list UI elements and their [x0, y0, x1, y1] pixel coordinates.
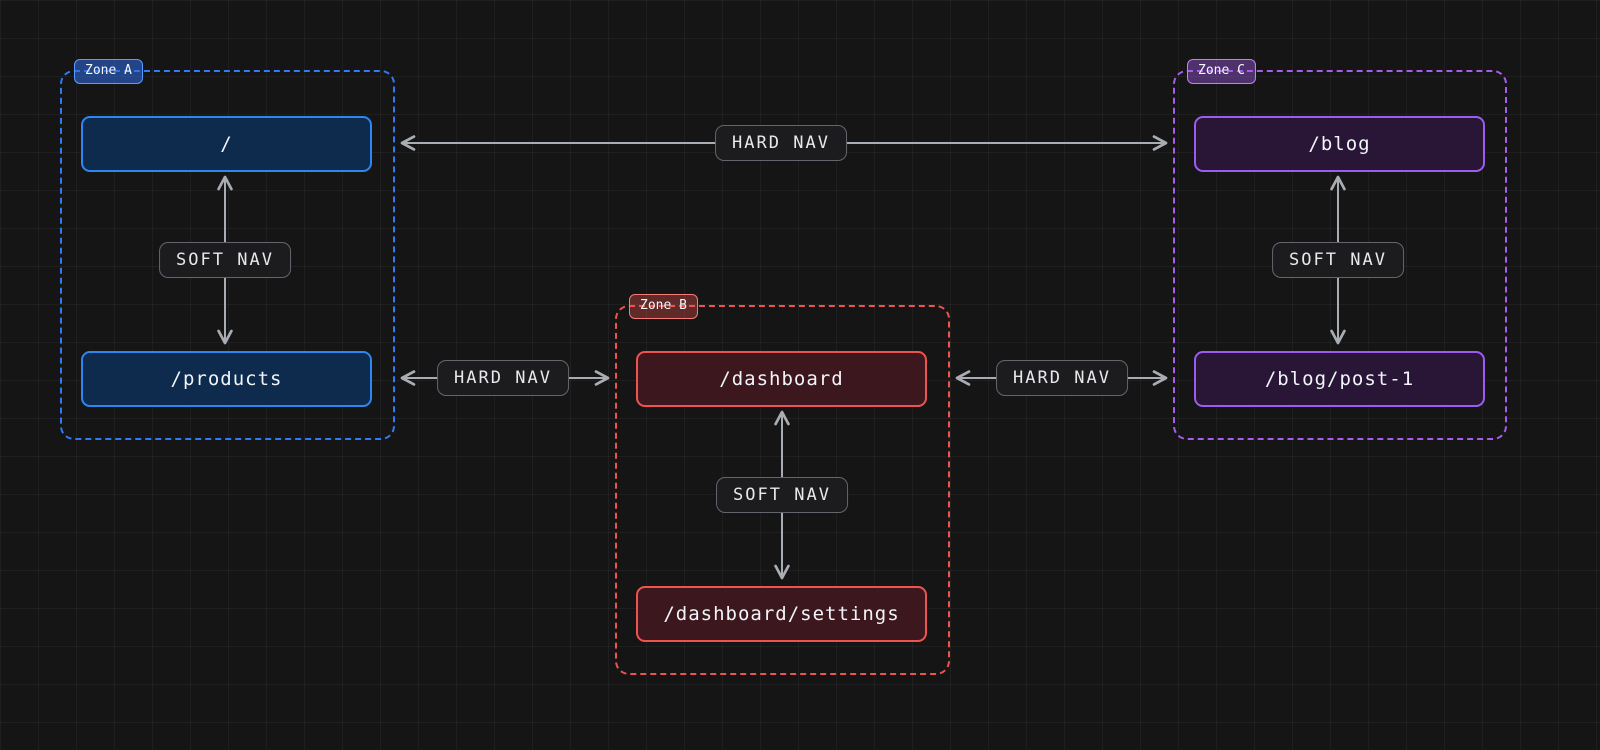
node-blog-post-1: /blog/post-1	[1194, 351, 1485, 407]
hard-nav-label-dashboard-blogpost: HARD NAV	[996, 360, 1128, 396]
zone-b-tag: Zone B	[629, 294, 698, 319]
zone-a-container: Zone A / /products	[60, 59, 395, 440]
zone-a-tag: Zone A	[74, 59, 143, 84]
node-blog: /blog	[1194, 116, 1485, 172]
hard-nav-label-root-blog: HARD NAV	[715, 125, 847, 161]
node-root-label: /	[220, 133, 233, 155]
hard-nav-label-products-dashboard: HARD NAV	[437, 360, 569, 396]
node-dashboard: /dashboard	[636, 351, 927, 407]
node-blog-post-1-label: /blog/post-1	[1264, 368, 1415, 390]
soft-nav-label-zone-c: SOFT NAV	[1272, 242, 1404, 278]
node-dashboard-settings: /dashboard/settings	[636, 586, 927, 642]
soft-nav-label-zone-a: SOFT NAV	[159, 242, 291, 278]
soft-nav-label-zone-b: SOFT NAV	[716, 477, 848, 513]
node-dashboard-settings-label: /dashboard/settings	[663, 603, 900, 625]
node-blog-label: /blog	[1308, 133, 1371, 155]
zone-b-container: Zone B /dashboard /dashboard/settings	[615, 294, 950, 675]
zone-c-container: Zone C /blog /blog/post-1	[1173, 59, 1507, 440]
node-products-label: /products	[170, 368, 283, 390]
node-root: /	[81, 116, 372, 172]
zone-c-tag: Zone C	[1187, 59, 1256, 84]
node-products: /products	[81, 351, 372, 407]
node-dashboard-label: /dashboard	[719, 368, 844, 390]
